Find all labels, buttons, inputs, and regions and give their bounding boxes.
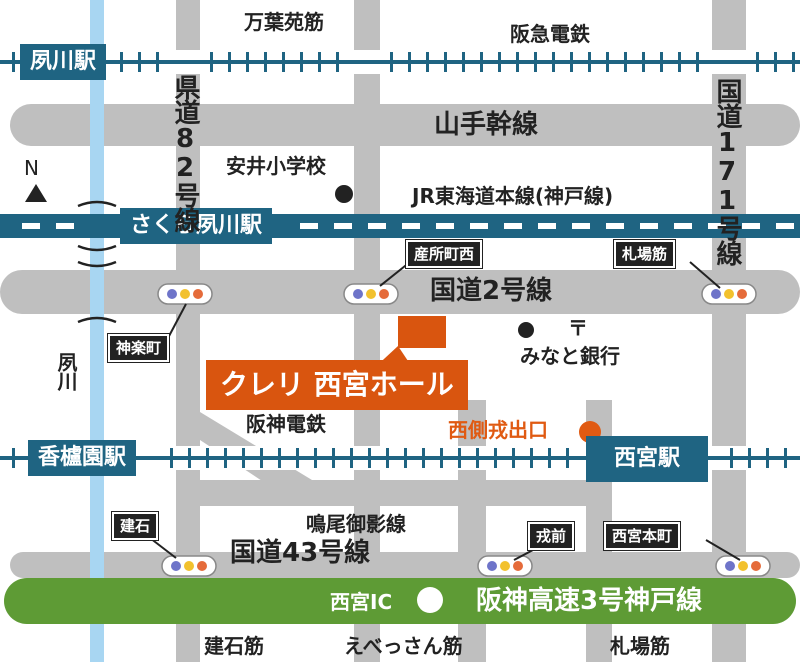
north-label: N bbox=[24, 156, 39, 180]
railway-label-jr: JR東海道本線(神戸線) bbox=[412, 184, 614, 208]
road-kokudo43 bbox=[10, 552, 800, 578]
station-shukugawa: 夙川駅 bbox=[20, 44, 107, 80]
road-label-kokudo2: 国道2号線 bbox=[430, 276, 553, 306]
road-kokudo2 bbox=[0, 270, 800, 314]
north-arrow-icon bbox=[25, 184, 47, 202]
intersection-fudaba-suji: 札場筋 bbox=[612, 239, 677, 269]
road-label-kokudo43: 国道43号線 bbox=[230, 538, 371, 568]
landmark-label-bank: みなと銀行 bbox=[520, 344, 620, 368]
traffic-signal-icon bbox=[161, 555, 217, 577]
railway-label-hanshin: 阪神電鉄 bbox=[246, 412, 326, 436]
landmark-label-exit: 西側戎出口 bbox=[448, 418, 548, 442]
school-marker-icon bbox=[335, 185, 353, 203]
landmark-label-school: 安井小学校 bbox=[226, 154, 326, 178]
intersection-nishinomiya-honmachi: 西宮本町 bbox=[602, 521, 682, 551]
expressway-band bbox=[4, 578, 796, 624]
road-label-yamate-kansen: 山手幹線 bbox=[434, 110, 539, 140]
station-koroen: 香櫨園駅 bbox=[28, 440, 137, 476]
traffic-signal-icon bbox=[343, 283, 399, 305]
traffic-signal-icon bbox=[477, 555, 533, 577]
landmark-label-post-symbol: 〒 bbox=[568, 316, 588, 340]
road-label-ebessan-suji: えべっさん筋 bbox=[344, 634, 463, 658]
intersection-ebisumae: 戎前 bbox=[526, 521, 576, 551]
intersection-sanshomachi-nishi: 産所町西 bbox=[404, 239, 484, 269]
road-yamate-kansen bbox=[10, 104, 800, 146]
intersection-kenshi: 建石 bbox=[110, 511, 160, 541]
bridge-marks bbox=[77, 200, 117, 324]
landmark-label-ic: 西宮IC bbox=[330, 590, 393, 614]
traffic-signals bbox=[157, 283, 771, 577]
ic-marker-icon bbox=[417, 587, 443, 613]
venue-building bbox=[398, 316, 446, 348]
railway-label-hankyu: 阪急電鉄 bbox=[510, 22, 590, 46]
road-label-kenshi-suji: 建石筋 bbox=[204, 634, 264, 658]
traffic-signal-icon bbox=[715, 555, 771, 577]
traffic-signal-icon bbox=[701, 283, 757, 305]
rail-hankyu bbox=[0, 50, 800, 74]
road-label-kokudo171: 国道171号線 bbox=[712, 78, 742, 265]
road-naruo-mikage bbox=[200, 480, 612, 506]
venue-label: クレリ 西宮ホール bbox=[206, 360, 468, 410]
station-nishinomiya: 西宮駅 bbox=[586, 436, 709, 482]
station-sakura-shukugawa: さくら夙川駅 bbox=[120, 208, 273, 244]
road-label-manyoen-suji: 万葉苑筋 bbox=[244, 10, 324, 34]
river-label: 夙川 bbox=[54, 352, 78, 390]
traffic-signal-icon bbox=[157, 283, 213, 305]
river-shukugawa bbox=[90, 0, 104, 662]
road-label-hanshin-expressway: 阪神高速3号神戸線 bbox=[476, 586, 703, 616]
road-label-fudaba-suji: 札場筋 bbox=[610, 634, 670, 658]
intersection-kaguracho: 神楽町 bbox=[106, 333, 171, 363]
road-label-naruo-mikage: 鳴尾御影線 bbox=[306, 512, 406, 536]
bank-marker-icon bbox=[518, 322, 534, 338]
road-label-kendo82: 県道82号線 bbox=[170, 74, 200, 232]
leader-lines bbox=[149, 261, 741, 561]
